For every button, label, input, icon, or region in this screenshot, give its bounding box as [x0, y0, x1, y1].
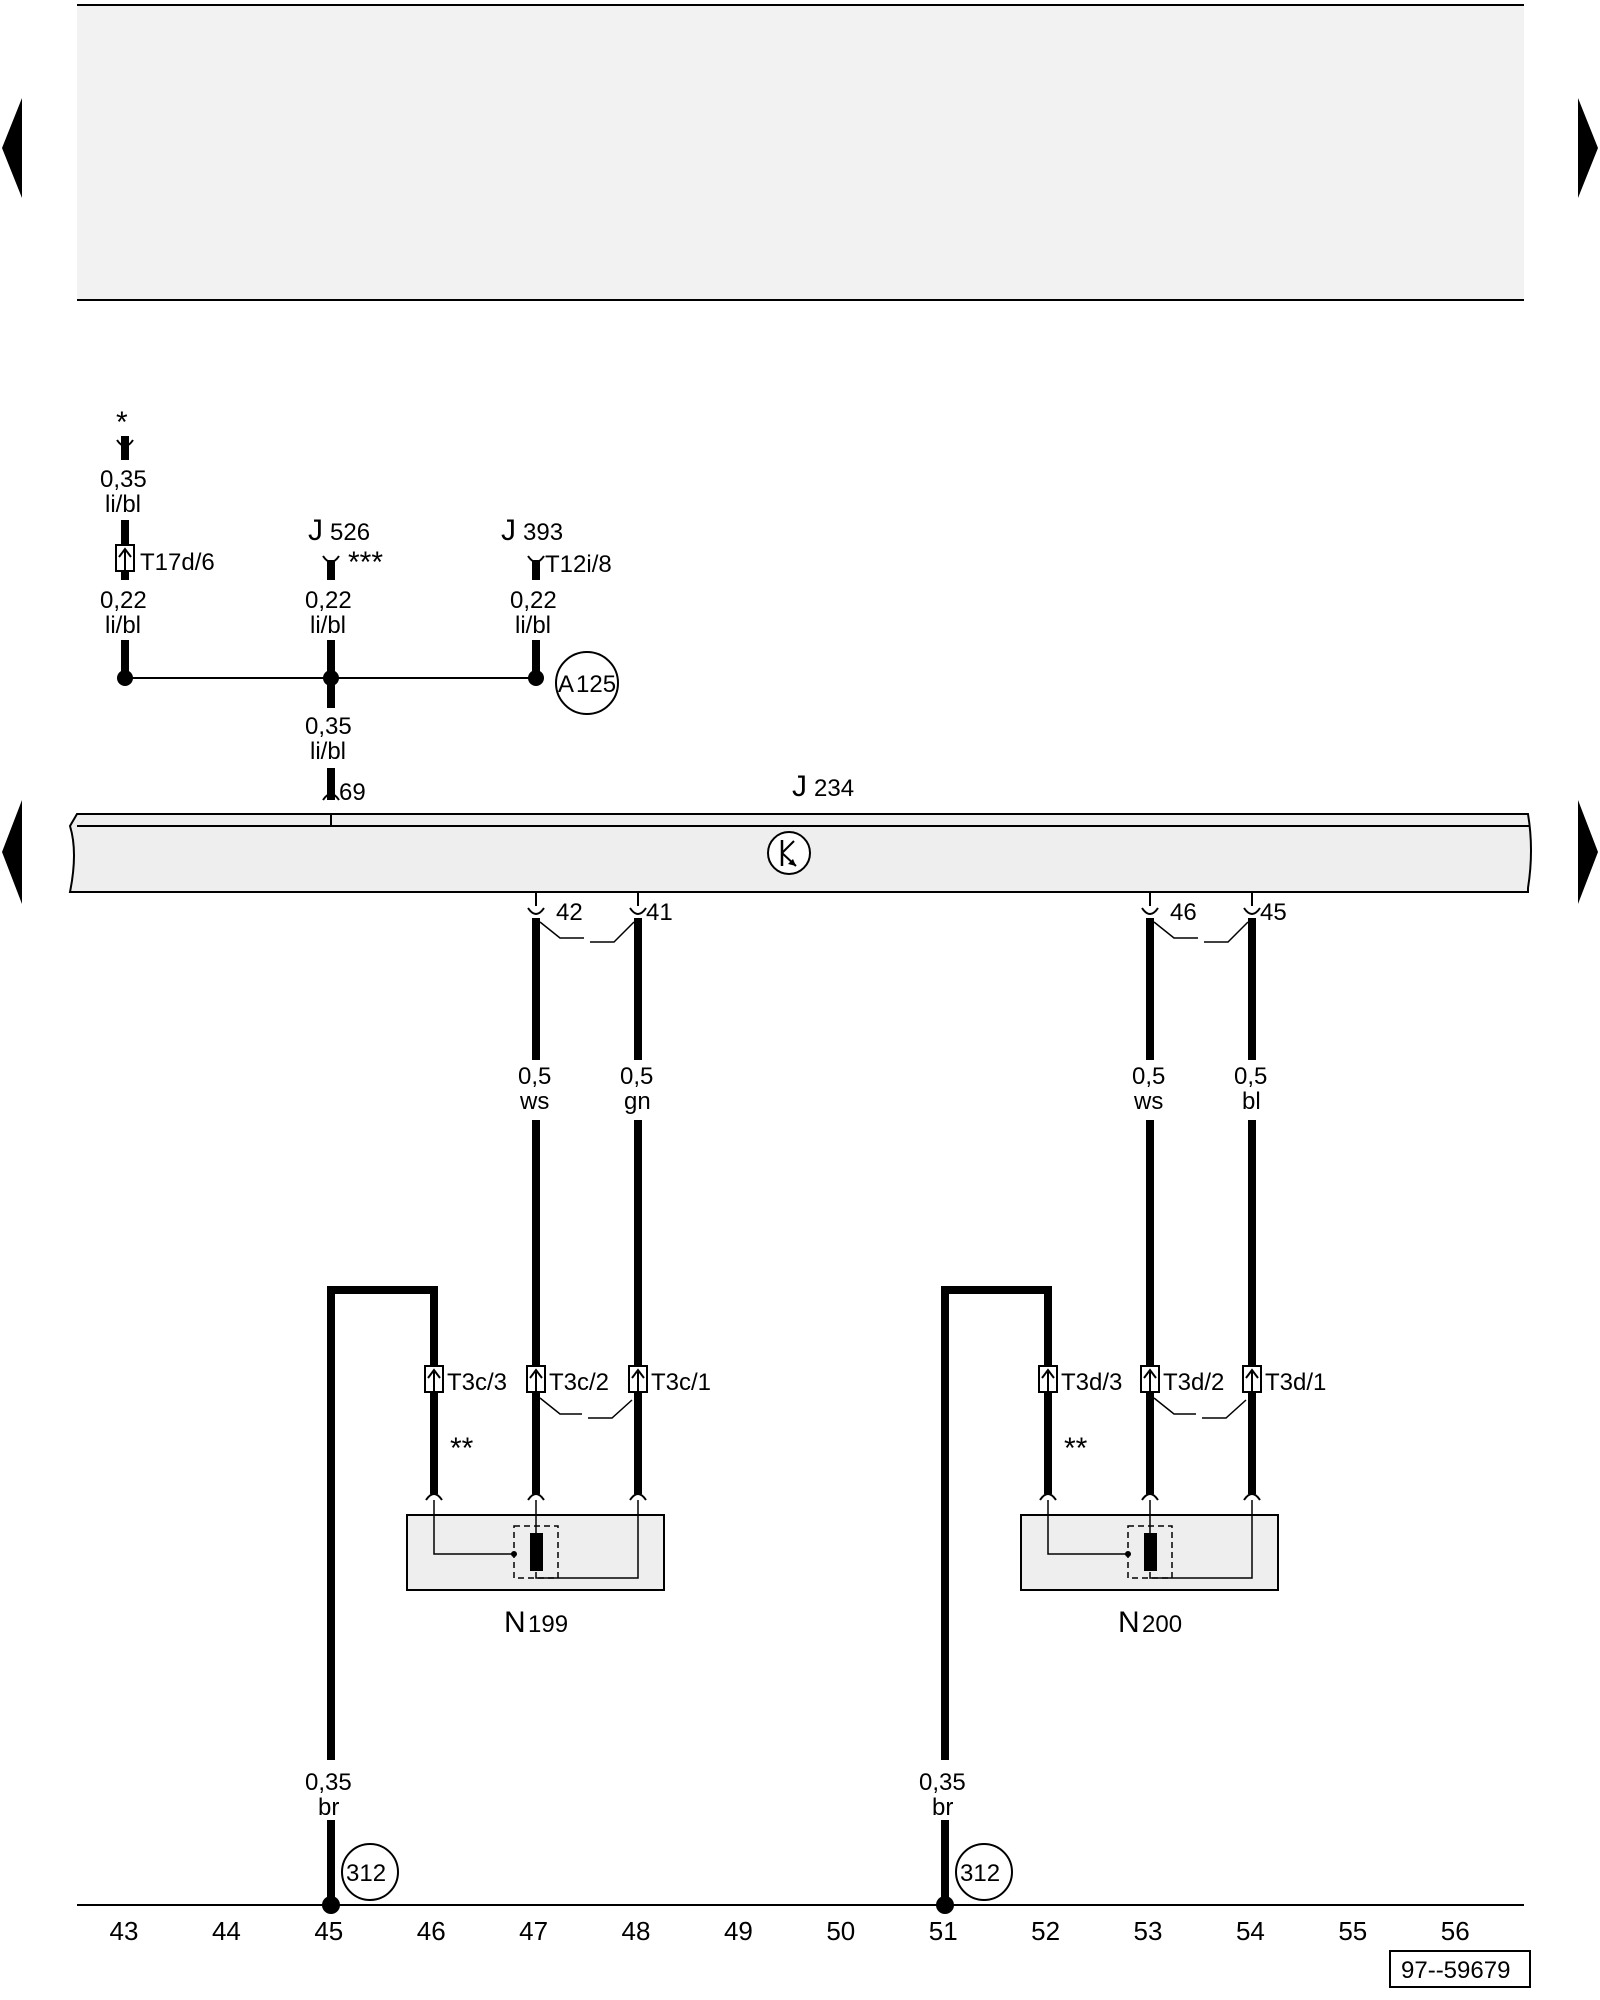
- igniter-letter: N: [1118, 1606, 1140, 1639]
- column-number: 46: [417, 1916, 446, 1946]
- igniter-component: [1020, 1500, 1279, 1591]
- wire-label-color: ws: [1133, 1088, 1163, 1115]
- figure-id: 97--59679: [1401, 1957, 1510, 1984]
- connector-label: T3d/1: [1265, 1369, 1326, 1396]
- twisted-pair-mark: [1153, 1397, 1247, 1419]
- component-number: 526: [330, 519, 370, 546]
- igniter-letter: N: [504, 1606, 526, 1639]
- top-asterisk: *: [116, 406, 128, 439]
- column-number: 56: [1441, 1916, 1470, 1946]
- wire-label-color: bl: [1242, 1088, 1261, 1115]
- shield-note: **: [1064, 1432, 1088, 1465]
- twisted-pair-mark: [539, 921, 635, 943]
- ground-point-label: 312: [346, 1860, 386, 1887]
- column-number: 47: [519, 1916, 548, 1946]
- wire-label-color: li/bl: [310, 738, 346, 765]
- connector-label: T17d/6: [140, 549, 215, 576]
- next-section-arrow[interactable]: [1578, 800, 1598, 904]
- junction-dot: [936, 1896, 954, 1914]
- column-number: 54: [1236, 1916, 1265, 1946]
- twisted-pair-mark: [539, 1397, 633, 1419]
- wire-label-size: 0,22: [305, 587, 352, 614]
- wire-label-color: ws: [519, 1088, 549, 1115]
- pin-label: 69: [339, 779, 366, 806]
- junction-dot: [528, 670, 544, 686]
- control-unit-number: 234: [814, 775, 854, 802]
- component-label: J: [501, 514, 516, 547]
- connector-icon: [424, 1365, 648, 1393]
- asterisk-note: ***: [348, 546, 383, 579]
- column-number: 44: [212, 1916, 241, 1946]
- igniter-component: [406, 1500, 665, 1591]
- column-number: 52: [1031, 1916, 1060, 1946]
- connector-label: T3c/1: [651, 1369, 711, 1396]
- column-number: 53: [1134, 1916, 1163, 1946]
- ground-point-circle: [341, 1843, 399, 1901]
- wire-label-size: 0,5: [620, 1063, 653, 1090]
- wire-label-color: gn: [624, 1088, 651, 1115]
- column-numbers: 43 44 45 46 47 48 49 50 51 52 53 54 55 56: [110, 1916, 1470, 1946]
- prev-section-arrow[interactable]: [2, 800, 22, 904]
- connector-label: T3c/2: [549, 1369, 609, 1396]
- shield-note: **: [450, 1432, 474, 1465]
- twisted-pair-mark: [1153, 921, 1249, 943]
- pin-label: 46: [1170, 899, 1197, 926]
- igniter-number: 200: [1142, 1611, 1182, 1638]
- component-label: J: [308, 514, 323, 547]
- wire-label-color: li/bl: [310, 612, 346, 639]
- column-number: 48: [622, 1916, 651, 1946]
- connection-letter: A: [558, 671, 574, 698]
- wire-label-size: 0,5: [1132, 1063, 1165, 1090]
- wire-label-color: br: [932, 1794, 953, 1821]
- wire-label-color: br: [318, 1794, 339, 1821]
- ground-point-circle: [955, 1843, 1013, 1901]
- junction-dot: [322, 1896, 340, 1914]
- wire-label-size: 0,22: [100, 587, 147, 614]
- pin-label: 41: [646, 899, 673, 926]
- next-page-arrow[interactable]: [1578, 98, 1598, 198]
- wire-label-color: li/bl: [105, 491, 141, 518]
- column-number: 50: [826, 1916, 855, 1946]
- wire-label-size: 0,35: [100, 466, 147, 493]
- wire-label-size: 0,35: [305, 1769, 352, 1796]
- connector-label: T3c/3: [447, 1369, 507, 1396]
- column-number: 51: [929, 1916, 958, 1946]
- wire-label-size: 0,5: [518, 1063, 551, 1090]
- ground-point-label: 312: [960, 1860, 1000, 1887]
- prev-page-arrow[interactable]: [2, 98, 22, 198]
- pin-group: [425, 1493, 1261, 1501]
- wire-label-size: 0,35: [305, 713, 352, 740]
- connector-label: T12i/8: [545, 551, 612, 578]
- column-number: 55: [1338, 1916, 1367, 1946]
- igniter-number: 199: [528, 1611, 568, 1638]
- pin-label: 42: [556, 899, 583, 926]
- figure-id-box: [1389, 1950, 1531, 1988]
- wire-label-color: li/bl: [105, 612, 141, 639]
- junction-dot: [117, 670, 133, 686]
- component-number: 393: [523, 519, 563, 546]
- connector-label: T3d/2: [1163, 1369, 1224, 1396]
- wire-label-size: 0,22: [510, 587, 557, 614]
- header-band: [77, 5, 1524, 300]
- column-number: 45: [314, 1916, 343, 1946]
- wire-label-size: 0,35: [919, 1769, 966, 1796]
- connection-point-circle: [555, 651, 619, 715]
- pin-label: 45: [1260, 899, 1287, 926]
- column-number: 43: [110, 1916, 139, 1946]
- transistor-symbol-icon: [767, 831, 811, 875]
- wire-label-color: li/bl: [515, 612, 551, 639]
- pin-group: [527, 892, 1261, 915]
- connector-label: T3d/3: [1061, 1369, 1122, 1396]
- connection-number: 125: [576, 671, 616, 698]
- control-unit-letter: J: [792, 770, 807, 803]
- wire-label-size: 0,5: [1234, 1063, 1267, 1090]
- column-number: 49: [724, 1916, 753, 1946]
- connector-icon: [1038, 1365, 1262, 1393]
